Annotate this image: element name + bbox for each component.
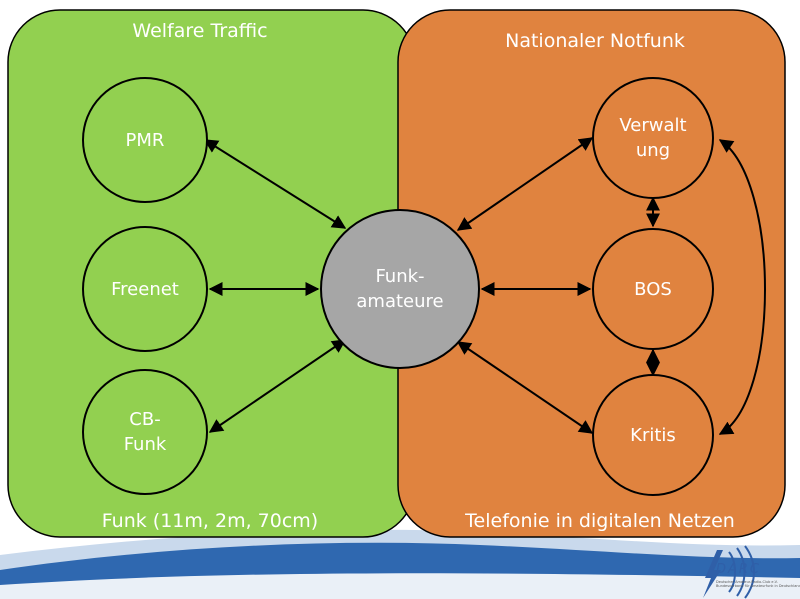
node-label-funkamateure: Funk- amateure xyxy=(356,266,444,312)
node-funkamateure xyxy=(320,209,480,369)
node-verwaltung xyxy=(592,77,714,199)
node-label-bos: BOS xyxy=(634,278,672,300)
darc-logo-subtext: Deutscher Amateur-Radio-Club e.V. Bundes… xyxy=(716,580,800,588)
node-label-freenet: Freenet xyxy=(111,278,179,300)
node-freenet xyxy=(82,226,208,352)
node-label-verwaltung: Verwalt ung xyxy=(619,115,687,161)
node-kritis xyxy=(592,374,714,496)
node-bos xyxy=(592,228,714,350)
node-pmr xyxy=(82,77,208,203)
arrow-cbfunk-funkamateure xyxy=(208,339,347,433)
welfare-traffic-footer: Funk (11m, 2m, 70cm) xyxy=(101,510,319,532)
arrow-pmr-funkamateure xyxy=(203,139,347,229)
footer-wave-bottom xyxy=(0,573,800,599)
arrow-funkamateure-verwaltung xyxy=(456,137,594,231)
node-label-pmr: PMR xyxy=(125,129,165,151)
darc-logo-text: DARC xyxy=(716,562,762,577)
nationaler-notfunk-footer: Telefonie in digitalen Netzen xyxy=(465,510,735,532)
darc-logo-icon xyxy=(703,545,755,599)
node-label-kritis: Kritis xyxy=(630,424,676,446)
welfare-traffic-title: Welfare Traffic xyxy=(132,20,268,42)
node-label-cb-funk: CB- Funk xyxy=(123,409,167,455)
nationaler-notfunk-title: Nationaler Notfunk xyxy=(505,30,685,52)
node-cb-funk xyxy=(82,369,208,495)
arrow-verwaltung-kritis xyxy=(718,139,766,435)
arrow-funkamateure-kritis xyxy=(456,341,594,434)
